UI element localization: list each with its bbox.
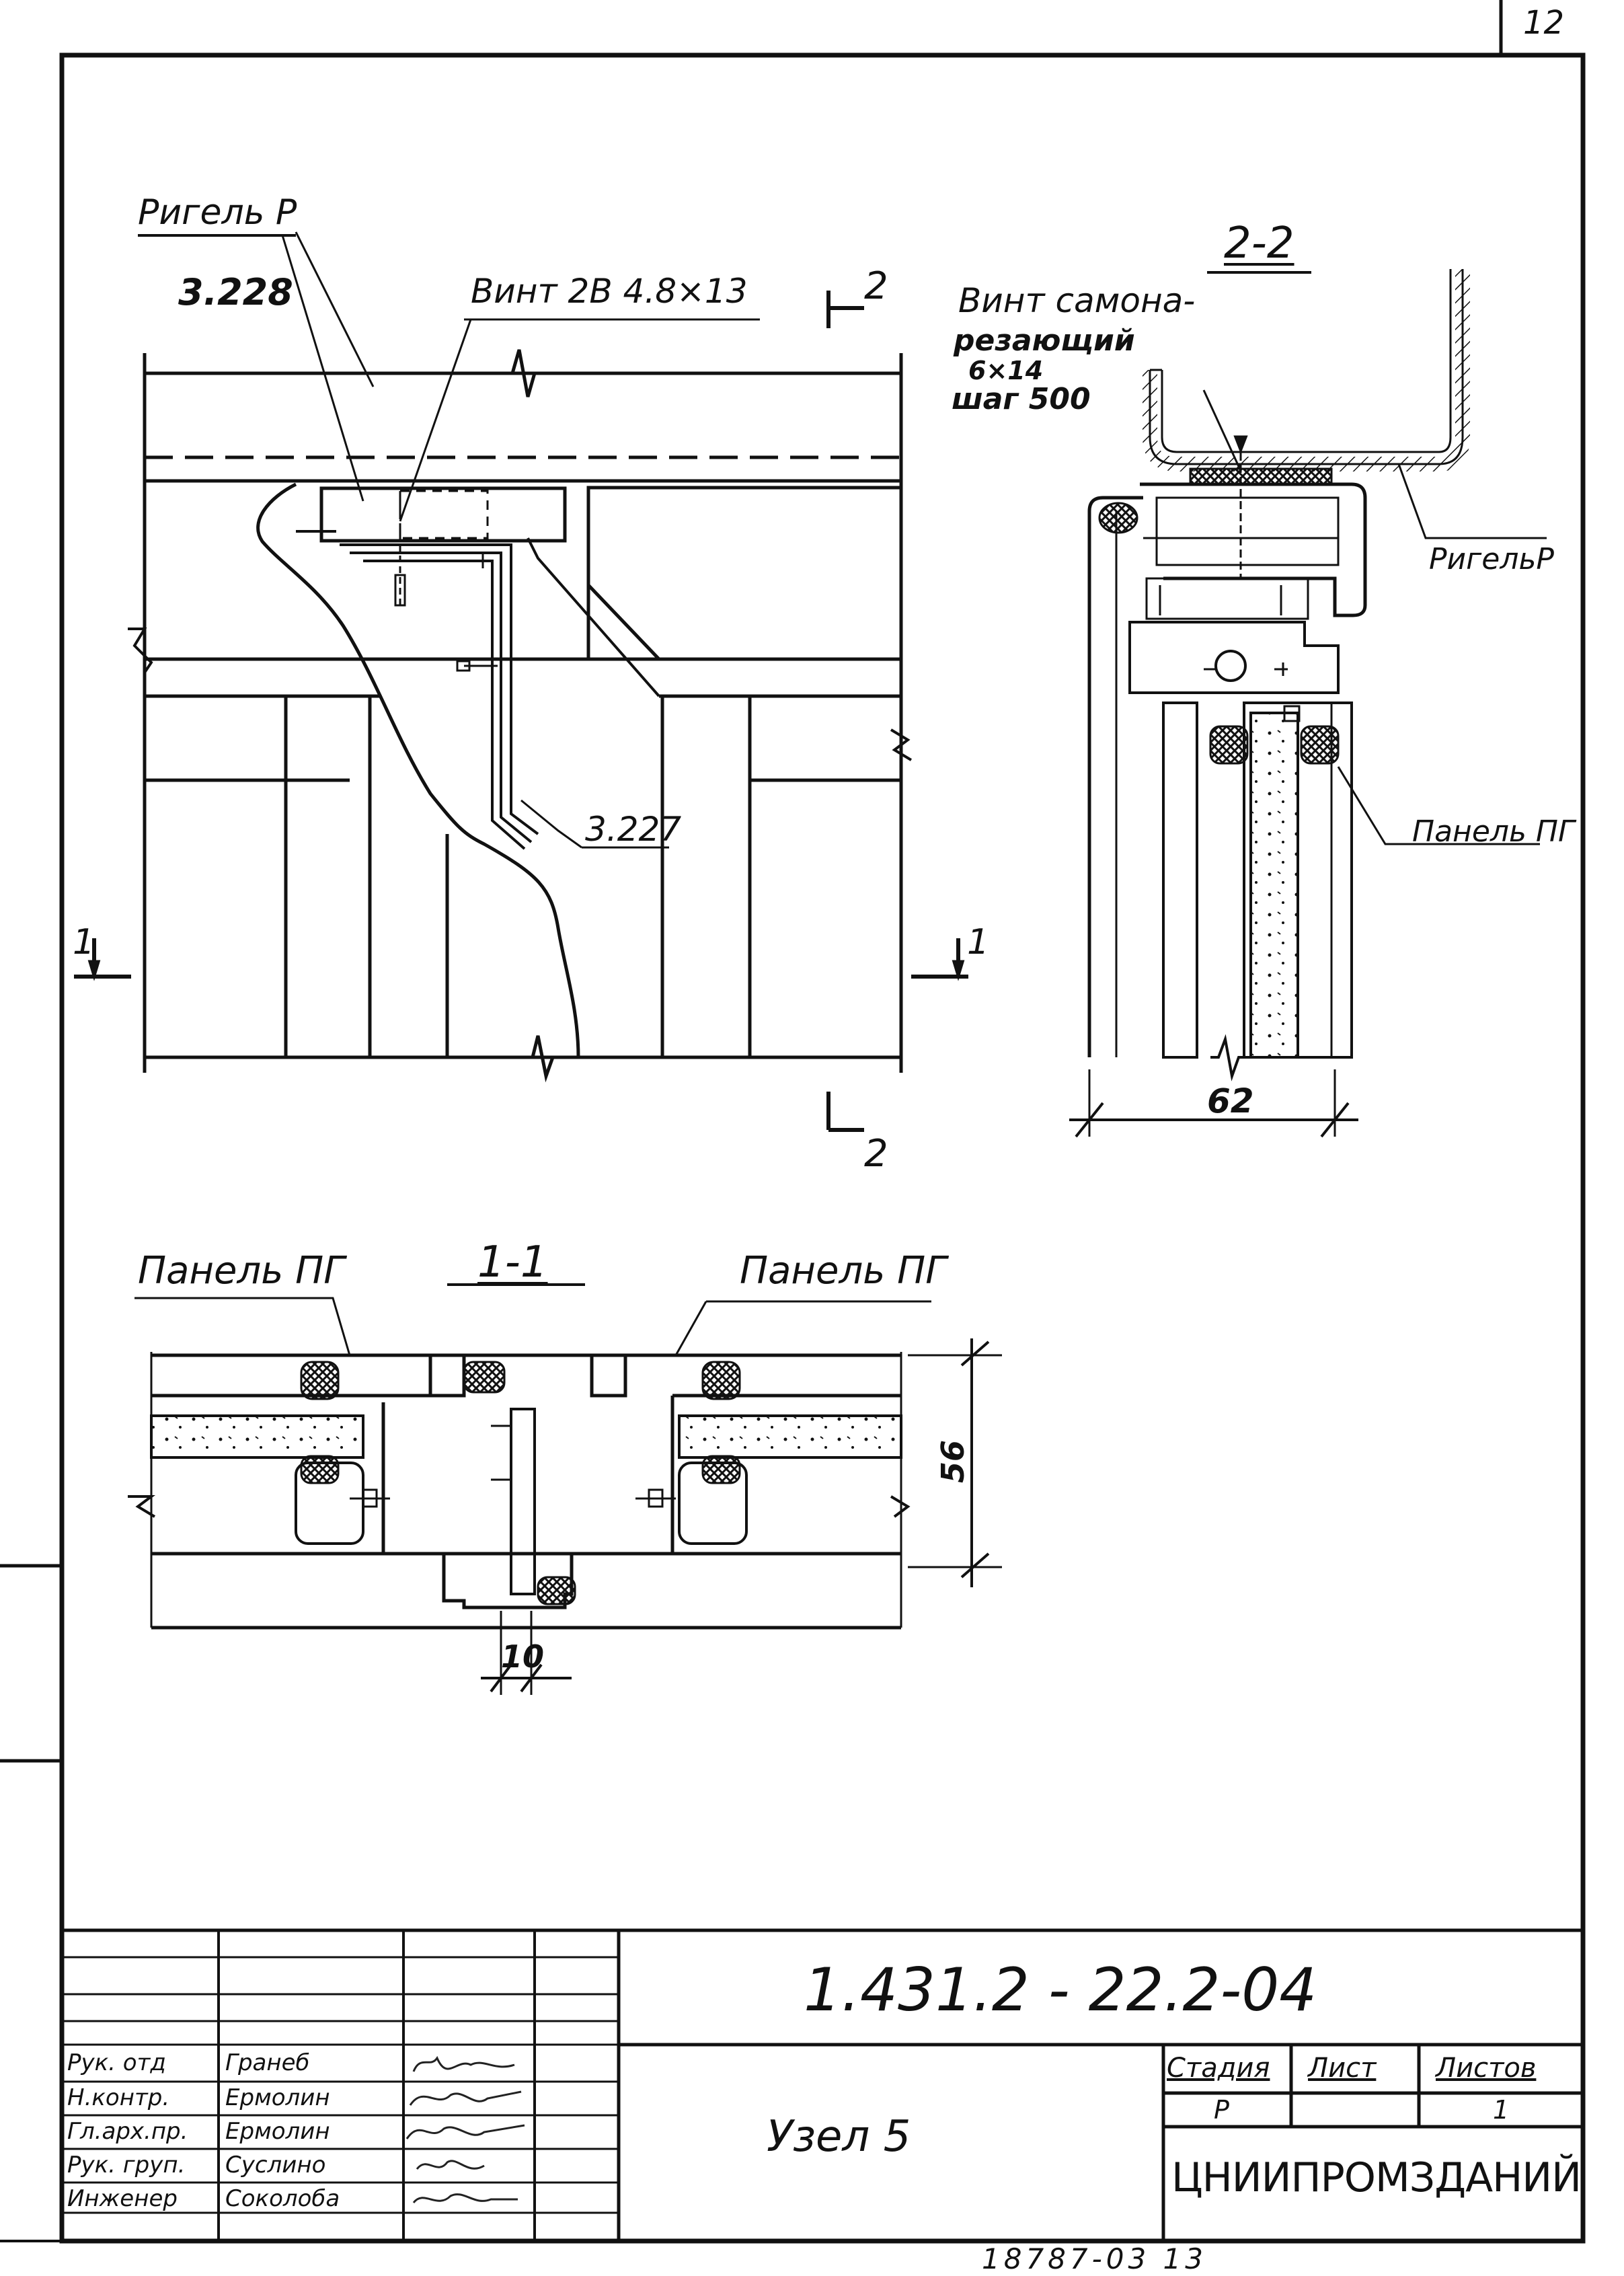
stage-header: Стадия (1167, 2053, 1270, 2084)
section-2-2-panel-label: Панель ПГ (1412, 814, 1575, 849)
role-name: Суслино (225, 2152, 326, 2178)
cut-mark-1-left: 1 (73, 922, 95, 962)
role-label: Рук. груп. (67, 2152, 186, 2178)
sheets-value: 1 (1493, 2095, 1510, 2125)
role-name: Ермолин (225, 2084, 330, 2111)
stage-value: Р (1214, 2095, 1229, 2125)
self-tapping-screw-note-4: шаг 500 (952, 382, 1091, 416)
beam-label: Ригель Р (138, 192, 297, 233)
sheets-header: Листов (1436, 2053, 1537, 2084)
role-name: Ермолин (225, 2118, 330, 2145)
item-name: Узел 5 (767, 2112, 911, 2162)
archive-number: 18787-03 13 (982, 2242, 1208, 2275)
section-1-1-gap-dimension: 10 (501, 1638, 545, 1675)
self-tapping-screw-note-3: 6×14 (968, 356, 1044, 385)
document-code: 1.431.2 - 22.2-04 (804, 1955, 1317, 2024)
sheet-frame (0, 0, 1586, 2244)
main-view (74, 231, 968, 1132)
section-1-1-panel-left: Панель ПГ (138, 1249, 345, 1293)
section-2-2-beam-label: РигельР (1429, 542, 1554, 576)
section-1-1-height-dimension: 56 (935, 1439, 972, 1484)
organization-name: ЦНИИПРОМЗДАНИЙ (1171, 2154, 1582, 2201)
section-2-2-dimension: 62 (1207, 1082, 1254, 1121)
sheet-number: 12 (1523, 4, 1565, 42)
cut-mark-1-right: 1 (967, 922, 990, 962)
title-block (62, 1928, 1583, 2241)
sheet-header: Лист (1308, 2053, 1377, 2084)
cut-mark-2-top: 2 (864, 264, 888, 308)
section-2-2-title: 2-2 (1224, 219, 1294, 268)
signatures (405, 2055, 525, 2204)
screw-label: Винт 2В 4.8×13 (471, 272, 748, 311)
role-label: Н.контр. (67, 2084, 170, 2111)
section-1-1 (128, 1283, 1002, 1695)
section-1-1-panel-right: Панель ПГ (740, 1249, 947, 1293)
self-tapping-screw-note-2: резающий (954, 324, 1135, 358)
section-2-2 (1069, 269, 1547, 1138)
role-name: Соколоба (225, 2185, 340, 2212)
cut-mark-2-bottom: 2 (864, 1132, 888, 1176)
part-3-227-label: 3.227 (585, 810, 682, 849)
role-label: Рук. отд (67, 2049, 166, 2076)
self-tapping-screw-note-1: Винт самона- (958, 281, 1196, 320)
part-3-228-label: 3.228 (178, 271, 293, 313)
section-1-1-title: 1-1 (477, 1238, 548, 1287)
role-label: Инженер (67, 2185, 178, 2212)
role-label: Гл.арх.пр. (67, 2118, 188, 2145)
role-name: Гранеб (225, 2049, 310, 2076)
